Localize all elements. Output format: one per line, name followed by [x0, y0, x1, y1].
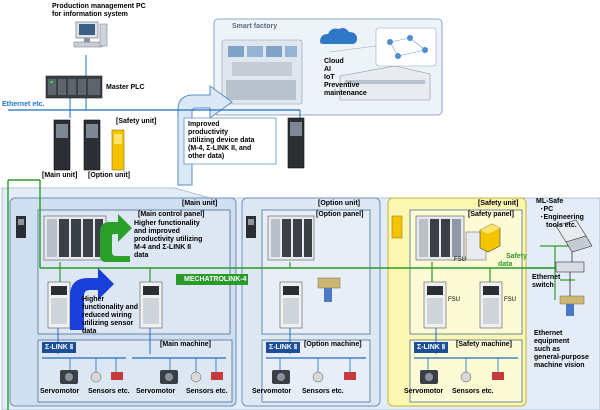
main-unit-title: [Main unit] — [182, 200, 218, 207]
equip-line1: Ethernet — [534, 330, 563, 337]
top-main-unit-label: [Main unit] — [42, 172, 78, 179]
ethernet-label: Ethernet etc. — [2, 101, 45, 108]
main-sensors2-label: Sensors etc. — [186, 388, 228, 395]
master-plc-label: Master PLC — [106, 84, 145, 91]
callout-line3: utilizing device data — [188, 137, 255, 144]
equip-line2: equipment — [534, 338, 570, 345]
green-text-5: data — [134, 252, 149, 259]
safety-data-label-2: data — [498, 261, 513, 268]
mlsafe-line1: ML-Safe — [536, 198, 564, 205]
safety-panel-title: [Safety panel] — [468, 211, 514, 218]
green-text-3: productivity utilizing — [134, 236, 203, 243]
main-servo2-label: Servomotor — [136, 388, 176, 395]
callout-line4: (M-4, Σ-LINK II, and — [188, 145, 252, 152]
equip-line3: such as — [534, 346, 561, 353]
callout-bubble — [183, 117, 277, 165]
smart-factory-cloud: Cloud — [324, 58, 344, 65]
safety-machine-title: [Safety machine] — [456, 341, 513, 348]
laptop-icon — [555, 219, 593, 253]
equip-line4: general-purpose — [534, 354, 589, 361]
pc-label-line2: for information system — [52, 11, 128, 18]
cloud-icon — [320, 28, 357, 44]
servomotor-icon — [420, 370, 438, 384]
mechatrolink-label: MECHATROLINK-4 — [184, 276, 247, 283]
blue-text-1: Higher — [82, 296, 105, 303]
top-option-unit-label: [Option unit] — [88, 172, 130, 179]
option-unit-title: [Option unit] — [318, 200, 360, 207]
option-machine-title: [Option machine] — [304, 341, 362, 348]
sensor-icon — [312, 371, 356, 383]
safety-data-label-1: Safety — [506, 253, 528, 260]
top-safety-unit-label: [Safety unit] — [116, 118, 157, 125]
callout-line5: other data) — [188, 153, 225, 160]
blue-text-4: utilizing sensor — [82, 320, 134, 327]
main-servo1-label: Servomotor — [40, 388, 80, 395]
option-panel-title: [Option panel] — [316, 211, 364, 218]
ethernet-equipment — [559, 295, 585, 305]
blue-text-2: functionality and — [82, 304, 138, 311]
smart-factory-maintenance: maintenance — [324, 90, 367, 97]
mlsafe-line2: ･PC — [540, 206, 554, 213]
callout-line1: Improved — [188, 121, 220, 128]
servomotor-icon — [272, 370, 290, 384]
option-sensors-label: Sensors etc. — [302, 388, 344, 395]
sensor-icon — [460, 371, 504, 383]
mechatrolink-tag — [176, 274, 248, 285]
pc-label-line1: Production management PC — [52, 3, 146, 10]
callout-line2: productivity — [188, 129, 229, 136]
safety-servo-label: Servomotor — [404, 388, 444, 395]
green-text-2: and improved — [134, 228, 180, 235]
green-feedback-arrow — [100, 214, 132, 262]
servomotor-icon — [60, 370, 78, 384]
option-servo-label: Servomotor — [252, 388, 292, 395]
main-sensors1-label: Sensors etc. — [88, 388, 130, 395]
equip-line5: machine vision — [534, 362, 585, 369]
slink-tag-main — [42, 342, 76, 353]
main-machine-title: [Main machine] — [160, 341, 211, 348]
fsu-label-3: FSU — [504, 297, 516, 303]
green-text-4: M-4 and Σ-LINK II — [134, 244, 192, 251]
blue-data-arrow — [70, 268, 114, 330]
smart-factory-preventive: Preventive — [324, 82, 360, 89]
mlsafe-line3: ･Engineering — [540, 214, 584, 221]
smart-factory-title: Smart factory — [232, 23, 278, 30]
main-panel-title: [Main control panel] — [138, 211, 205, 218]
slink-tag-safety — [414, 342, 448, 353]
smart-factory-ai: AI — [324, 66, 331, 73]
fsu-label-2: FSU — [448, 297, 460, 303]
fsu-label-1: FSU — [454, 257, 466, 263]
slink-safety-label: Σ-LINK Ⅱ — [417, 344, 446, 351]
sensor-icon — [90, 371, 123, 383]
green-text-1: Higher functionality — [134, 220, 200, 227]
safety-sensors-label: Sensors etc. — [452, 388, 494, 395]
slink-main-label: Σ-LINK Ⅱ — [45, 344, 74, 351]
mlsafe-line4: tools etc. — [546, 222, 577, 229]
sensor-icon — [190, 371, 223, 383]
slink-option-label: Σ-LINK Ⅱ — [269, 344, 298, 351]
switch-line1: Ethernet — [532, 274, 561, 281]
switch-line2: switch — [532, 282, 554, 289]
blue-text-5: data — [82, 328, 97, 335]
slink-tag-option — [266, 342, 300, 353]
servomotor-icon — [160, 370, 178, 384]
safety-unit-title: [Safety unit] — [478, 200, 519, 207]
ethernet-switch — [555, 261, 585, 273]
smart-factory-iot: IoT — [324, 74, 335, 81]
blue-text-3: reduced wiring — [82, 312, 132, 319]
